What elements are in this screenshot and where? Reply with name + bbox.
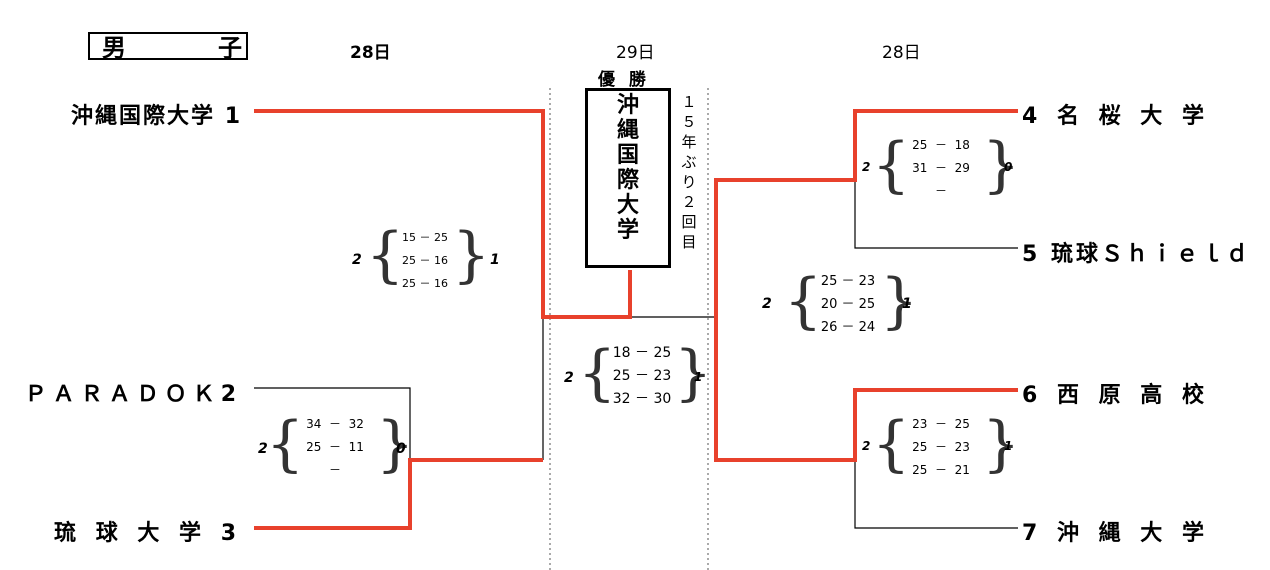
set-score: － (934, 184, 947, 198)
team-seed: 5 (1022, 242, 1041, 267)
set-count-right: 1 (490, 252, 500, 268)
set-count-right: 1 (902, 296, 912, 312)
set-score: 25 － 21 (912, 463, 970, 477)
team-entry-4: 4 名 桜 大 学 (1022, 98, 1210, 130)
day-label-left: 28日 (350, 43, 391, 63)
set-score: 25 － 23 (820, 274, 876, 289)
left-loser-lines (254, 316, 716, 460)
team-name: 名 桜 大 学 (1056, 104, 1210, 129)
set-count-left: 2 (258, 441, 268, 457)
champion-box: 沖 縄 国 際 大 学 (585, 88, 671, 268)
set-count-right: 0 (396, 441, 406, 457)
set-count-left: 2 (352, 252, 362, 268)
team-entry-1: 沖縄国際大学 1 (71, 98, 242, 130)
team-entry-6: 6 西 原 高 校 (1022, 377, 1210, 409)
set-score: 32 － 30 (612, 391, 672, 407)
team-name: 沖 縄 大 学 (1056, 521, 1210, 546)
champion-label: 優 勝 (598, 70, 650, 90)
set-count-left: 2 (564, 370, 574, 386)
set-score: 18 － 25 (612, 345, 672, 361)
set-count-left: 2 (862, 439, 871, 453)
team-entry-7: 7 沖 縄 大 学 (1022, 515, 1210, 547)
set-score: 34 － 32 (306, 417, 364, 431)
set-score: 25 － 23 (912, 440, 970, 454)
team-entry-3: 琉 球 大 学 3 (54, 515, 242, 547)
team-seed: 7 (1022, 521, 1044, 546)
team-name: ＰＡＲＡＤＯＫ (24, 382, 221, 407)
team-name: 沖縄国際大学 (71, 104, 216, 129)
set-score: 25 － 23 (612, 368, 672, 384)
winner-lines (254, 109, 1018, 530)
team-seed: 4 (1022, 104, 1044, 129)
set-score: 25 － 11 (306, 440, 364, 454)
set-score: － (328, 463, 341, 477)
category-label: 男 子 (88, 32, 248, 62)
set-score: 26 － 24 (820, 320, 876, 335)
set-score: 25 － 16 (402, 277, 448, 290)
set-count-left: 2 (762, 296, 772, 312)
day-label-center: 29日 (616, 43, 655, 63)
set-score: 23 － 25 (912, 417, 970, 431)
set-score: 25 － 18 (912, 138, 970, 152)
day-label-right: 28日 (882, 43, 921, 63)
set-score: 15 － 25 (402, 231, 448, 244)
team-entry-5: 5 琉球Ｓｈｉｅｌｄ (1022, 236, 1251, 268)
set-score: 25 － 16 (402, 254, 448, 267)
champion-name: 沖 縄 国 際 大 学 (616, 93, 639, 243)
team-name: 琉 球 大 学 (54, 521, 208, 546)
team-name: 琉球Ｓｈｉｅｌｄ (1050, 242, 1251, 267)
team-seed: 6 (1022, 383, 1044, 408)
set-count-right: 1 (1004, 439, 1013, 453)
right-loser-lines (854, 180, 1018, 529)
champion-note: １ ５ 年 ぶ り ２ 回 目 (681, 93, 697, 251)
set-count-right: 1 (694, 370, 703, 384)
set-count-left: 2 (862, 160, 871, 174)
team-seed: 1 (224, 104, 242, 129)
set-count-right: 0 (1004, 160, 1013, 174)
team-entry-2: ＰＡＲＡＤＯＫ2 (25, 376, 242, 408)
team-name: 西 原 高 校 (1056, 383, 1210, 408)
team-seed: 3 (220, 521, 242, 546)
set-score: 31 － 29 (912, 161, 970, 175)
set-score: 20 － 25 (820, 297, 876, 312)
team-seed: 2 (220, 382, 242, 407)
